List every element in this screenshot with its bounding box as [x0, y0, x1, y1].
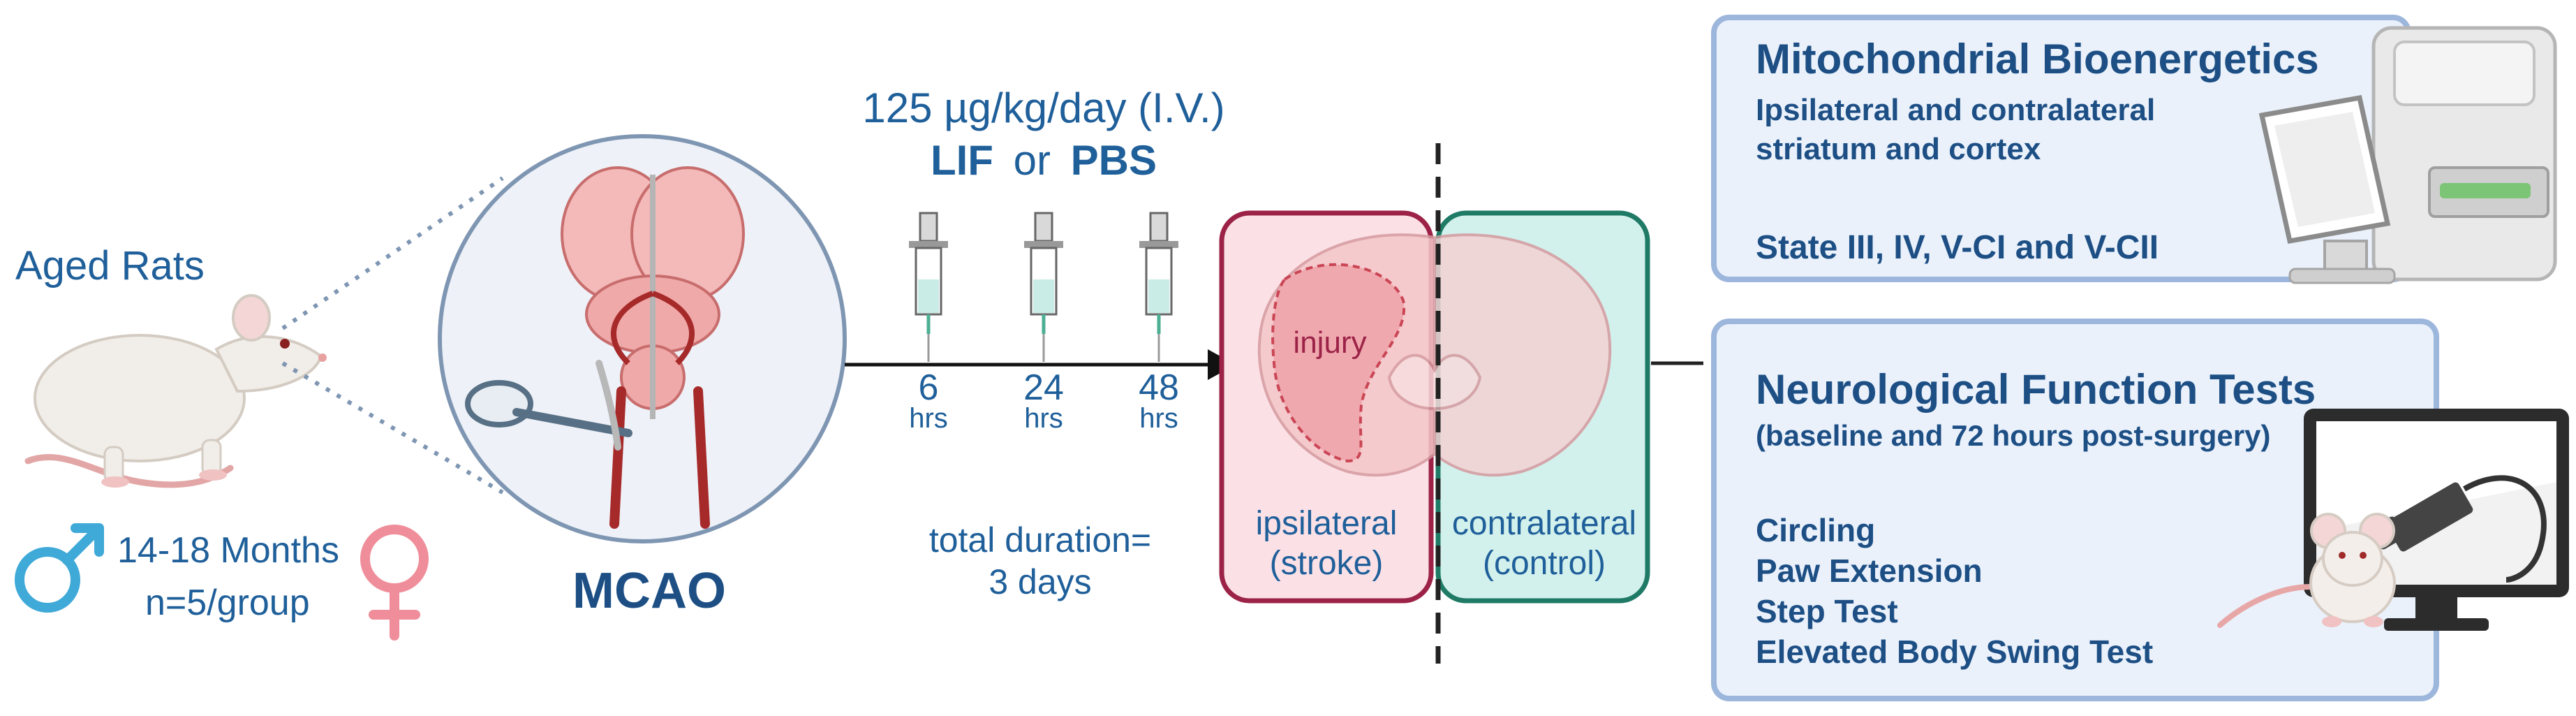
- male-symbol-icon: [15, 523, 104, 613]
- brain-vasculature-icon: [561, 166, 745, 529]
- mito-subtitle-line-1: Ipsilateral and contralateral: [1756, 93, 2155, 127]
- infarct-region: [1271, 263, 1406, 463]
- syringe-icon: [1139, 212, 1178, 362]
- neuro-subtitle: (baseline and 72 hours post-surgery): [1756, 419, 2271, 452]
- mcao-group: MCAO: [438, 134, 847, 619]
- injection-unit-2: hrs: [1024, 403, 1063, 434]
- syringe-icon: [909, 212, 948, 362]
- mito-subtitle-line-2: striatum and cortex: [1756, 132, 2041, 166]
- suture-clip-icon: [465, 360, 632, 451]
- syringe-icon: [1024, 212, 1063, 362]
- injury-label: injury: [1293, 326, 1366, 360]
- treatment-group: 125 µg/kg/day (I.V.) LIF or PBS: [845, 85, 1236, 601]
- neuro-title: Neurological Function Tests: [1756, 366, 2316, 413]
- neuro-test-2: Paw Extension: [1756, 553, 1983, 589]
- subjects-title: Aged Rats: [15, 243, 205, 288]
- injection-unit-1: hrs: [909, 403, 948, 434]
- agent-a-label: LIF: [931, 137, 993, 184]
- brain-section-group: injury ipsilateral (stroke) contralatera…: [1219, 143, 1703, 664]
- female-symbol-icon: [360, 525, 429, 641]
- subjects-group: Aged Rats 14-18 Months n=5/group: [15, 176, 504, 641]
- mcao-label: MCAO: [572, 563, 726, 619]
- injection-unit-3: hrs: [1139, 403, 1178, 434]
- mitochondrial-panel: Mitochondrial Bioenergetics Ipsilateral …: [1711, 15, 2557, 284]
- dose-text: 125 µg/kg/day (I.V.): [862, 85, 1224, 131]
- mouse-icon: [2217, 513, 2396, 628]
- neuro-test-1: Circling: [1756, 512, 1875, 548]
- zoom-line-bottom: [281, 361, 504, 495]
- neuro-test-3: Step Test: [1756, 593, 1898, 629]
- injection-time-3: 48: [1139, 367, 1179, 408]
- ipsilateral-label: ipsilateral: [1256, 505, 1398, 542]
- control-label: (control): [1483, 545, 1606, 582]
- stroke-label: (stroke): [1270, 545, 1384, 582]
- subjects-group-size: n=5/group: [145, 583, 310, 623]
- injection-time-2: 24: [1023, 367, 1064, 408]
- contralateral-label: contralateral: [1452, 505, 1636, 542]
- coronal-section-icon: [1257, 233, 1612, 477]
- mito-states: State III, IV, V-CI and V-CII: [1756, 229, 2159, 266]
- injection-time-1: 6: [919, 367, 939, 408]
- subjects-age: 14-18 Months: [117, 530, 339, 571]
- agents-text: LIF or PBS: [931, 137, 1157, 184]
- neurological-panel: Neurological Function Tests (baseline an…: [1711, 319, 2569, 701]
- neuro-test-4: Elevated Body Swing Test: [1756, 634, 2153, 670]
- agent-b-label: PBS: [1071, 137, 1157, 184]
- respirometer-icon: [2258, 26, 2557, 284]
- duration-line-2: 3 days: [989, 562, 1091, 601]
- agent-connector-label: or: [1014, 137, 1051, 184]
- mito-title: Mitochondrial Bioenergetics: [1756, 36, 2319, 82]
- rat-icon: [24, 294, 327, 488]
- duration-line-1: total duration=: [929, 520, 1151, 560]
